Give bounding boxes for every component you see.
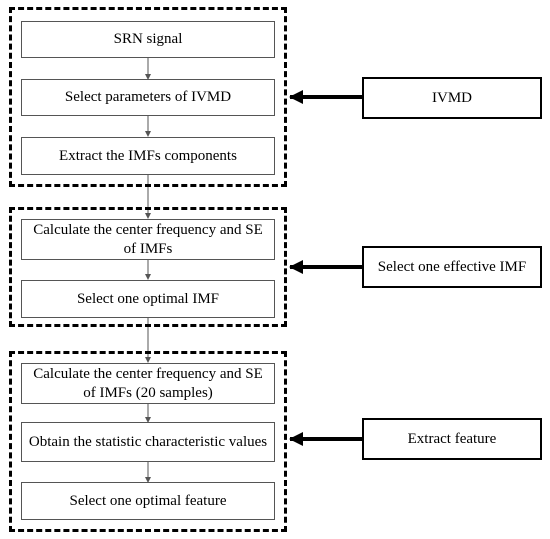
- step-calc-center-freq: Calculate the center frequency and SE of…: [21, 219, 275, 260]
- step-srn-signal: SRN signal: [21, 21, 275, 58]
- side-box-ivmd: IVMD: [362, 77, 542, 119]
- step-select-parameters: Select parameters of IVMD: [21, 79, 275, 116]
- step-extract-imfs: Extract the IMFs components: [21, 137, 275, 175]
- step-select-optimal-imf: Select one optimal IMF: [21, 280, 275, 318]
- side-box-extract-feature: Extract feature: [362, 418, 542, 460]
- group-extract-feature: [9, 351, 287, 532]
- group-ivmd: [9, 7, 287, 187]
- step-select-optimal-feature: Select one optimal feature: [21, 482, 275, 520]
- group-effective-imf: [9, 207, 287, 327]
- side-box-effective-imf: Select one effective IMF: [362, 246, 542, 288]
- step-obtain-statistics: Obtain the statistic characteristic valu…: [21, 422, 275, 462]
- step-calc-center-freq-samples: Calculate the center frequency and SE of…: [21, 363, 275, 404]
